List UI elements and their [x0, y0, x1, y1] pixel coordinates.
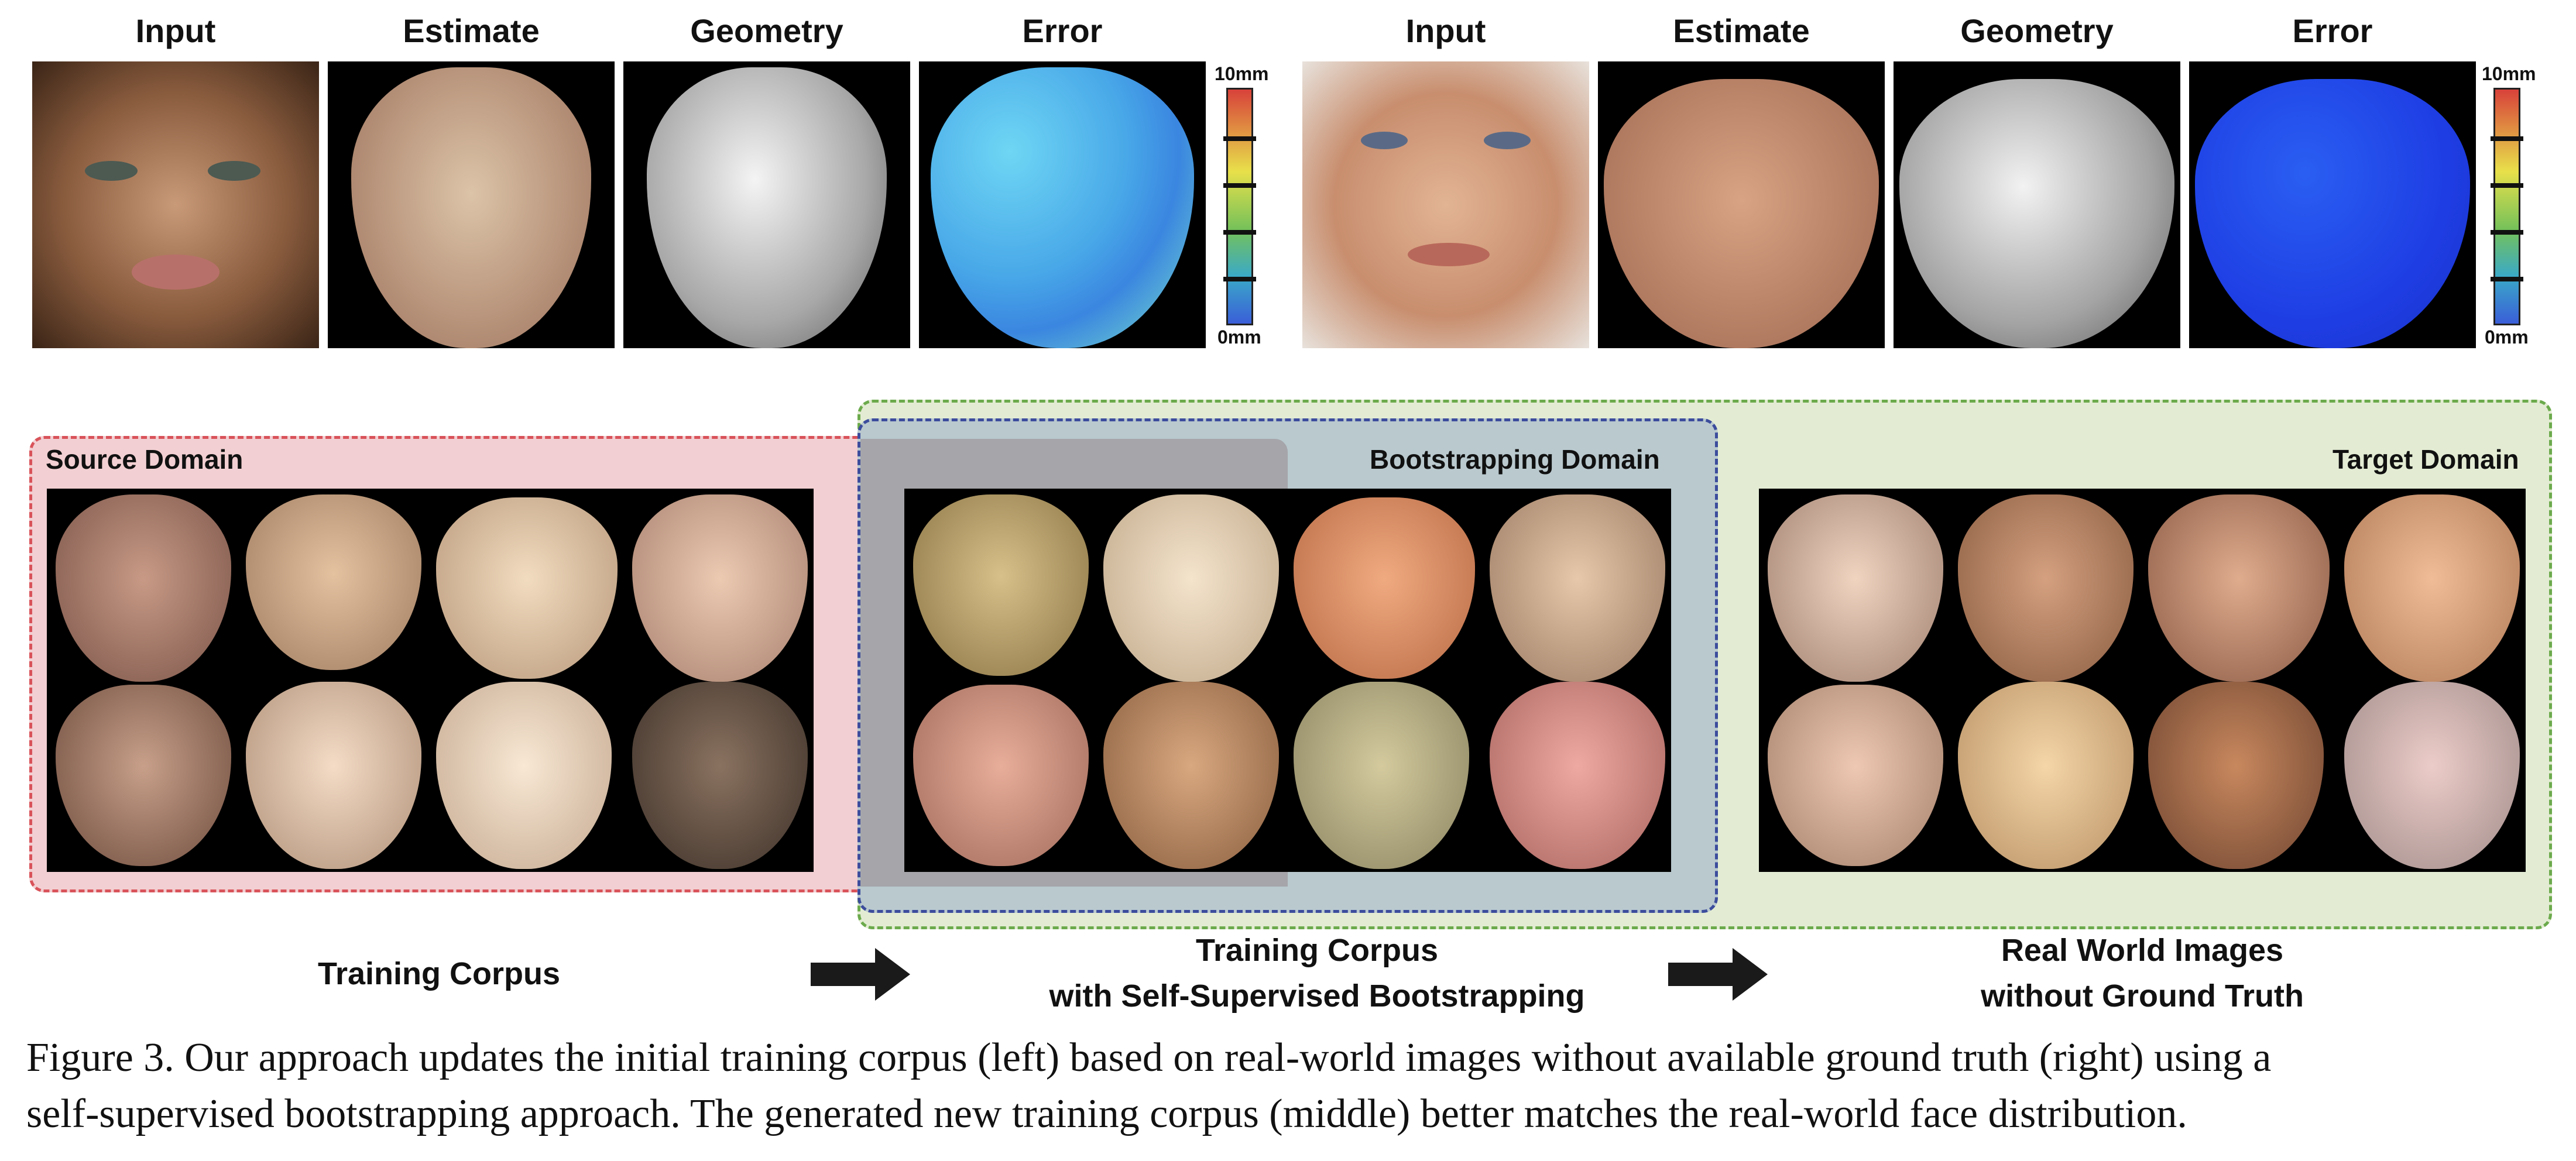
scale-tick	[1223, 230, 1256, 235]
face-tile	[1490, 682, 1665, 869]
face-tile	[1294, 497, 1475, 679]
source-face-grid	[47, 489, 814, 872]
error-map-left	[919, 61, 1206, 348]
face-geometry	[1899, 79, 2174, 348]
caption-line1: Figure 3. Our approach updates the initi…	[26, 1035, 2272, 1080]
figure-caption: Figure 3. Our approach updates the initi…	[26, 1030, 2561, 1142]
header-estimate-right: Estimate	[1673, 12, 1810, 49]
face-tile	[913, 494, 1089, 676]
scale-min-label-left: 0mm	[1217, 327, 1261, 348]
mouth	[132, 255, 219, 290]
header-estimate-left: Estimate	[403, 12, 540, 49]
target-domain-label: Target Domain	[2333, 444, 2519, 475]
face-tile	[1958, 494, 2133, 682]
face-tile	[2148, 494, 2330, 682]
face-error	[931, 67, 1194, 348]
header-geometry-right: Geometry	[1960, 12, 2114, 49]
error-scale-bar-right	[2491, 88, 2523, 325]
face-tile	[2344, 682, 2520, 869]
eye-right	[208, 161, 260, 181]
face-tile	[1490, 494, 1665, 682]
arrow-right-icon	[1668, 948, 1768, 1001]
face-estimate	[1604, 79, 1879, 348]
geometry-render-right	[1894, 61, 2180, 348]
bootstrapping-label-line1: Training Corpus	[1195, 933, 1439, 968]
scale-max-label-right: 10mm	[2482, 63, 2536, 84]
scale-tick	[1223, 136, 1256, 141]
face-tile	[246, 682, 421, 869]
real-world-label-line1: Real World Images	[2001, 933, 2284, 968]
scale-tick	[2491, 136, 2523, 141]
eye-right	[1484, 132, 1531, 149]
eye-left	[1361, 132, 1408, 149]
estimate-render-left	[328, 61, 615, 348]
caption-line2: self-supervised bootstrapping approach. …	[26, 1091, 2187, 1136]
scale-max-label-left: 10mm	[1215, 63, 1269, 84]
header-geometry-left: Geometry	[690, 12, 843, 49]
face-geometry	[647, 67, 887, 348]
scale-tick	[1223, 183, 1256, 188]
input-photo-right	[1302, 61, 1589, 348]
header-input-right: Input	[1405, 12, 1486, 49]
face-tile	[1768, 685, 1943, 866]
real-world-label-line2: without Ground Truth	[1981, 978, 2304, 1014]
scale-tick	[2491, 277, 2523, 281]
face-estimate	[351, 67, 591, 348]
bootstrapping-corpus-label: Training Corpus with Self-Supervised Boo…	[995, 928, 1639, 1019]
input-photo-left	[32, 61, 319, 348]
source-domain-label: Source Domain	[46, 444, 243, 475]
target-face-grid	[1759, 489, 2526, 872]
face-tile	[632, 494, 808, 682]
face-tile	[436, 682, 612, 869]
scale-tick	[1223, 277, 1256, 281]
header-error-right: Error	[2292, 12, 2373, 49]
scale-tick	[2491, 230, 2523, 235]
scale-min-label-right: 0mm	[2485, 327, 2529, 348]
face-tile	[1103, 682, 1279, 869]
error-scale-bar-left	[1223, 88, 1256, 325]
error-map-right	[2189, 61, 2476, 348]
arrow-right-icon	[811, 948, 910, 1001]
face-tile	[56, 685, 231, 866]
face-tile	[1294, 682, 1469, 869]
header-input-left: Input	[135, 12, 216, 49]
face-tile	[436, 497, 618, 679]
face-tile	[1768, 494, 1943, 682]
header-error-left: Error	[1022, 12, 1103, 49]
face-tile	[1958, 682, 2133, 869]
real-world-label: Real World Images without Ground Truth	[1850, 928, 2435, 1019]
face-tile	[1103, 494, 1279, 682]
face-tile	[246, 494, 421, 670]
face-tile	[2148, 682, 2324, 869]
estimate-render-right	[1598, 61, 1885, 348]
training-corpus-label: Training Corpus	[317, 956, 561, 991]
bootstrap-face-grid	[904, 489, 1671, 872]
geometry-render-left	[623, 61, 910, 348]
scale-tick	[2491, 183, 2523, 188]
bootstrapping-domain-label: Bootstrapping Domain	[1370, 444, 1660, 475]
face-error	[2195, 79, 2470, 348]
face-tile	[913, 685, 1089, 866]
eye-left	[85, 161, 138, 181]
face-tile	[56, 494, 231, 682]
bootstrapping-label-line2: with Self-Supervised Bootstrapping	[1049, 978, 1585, 1014]
face-tile	[632, 682, 808, 869]
mouth	[1408, 243, 1490, 266]
face-tile	[2344, 494, 2520, 682]
